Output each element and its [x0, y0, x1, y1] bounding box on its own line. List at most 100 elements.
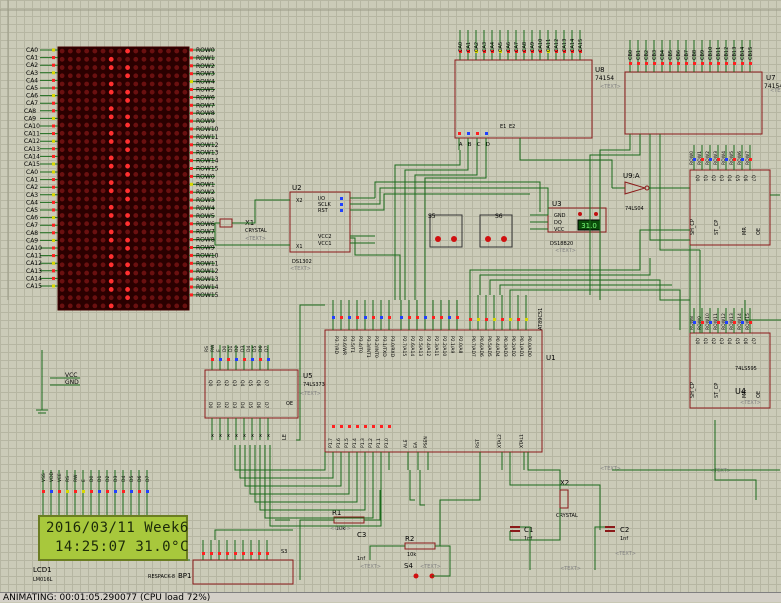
u5-pin-label: D5 [247, 402, 253, 408]
led-pixel [157, 204, 163, 210]
led-pixel [174, 147, 180, 153]
pin-state-indicator [190, 174, 193, 178]
matrix-col-label: CA0 [26, 47, 38, 54]
led-pixel [182, 303, 188, 309]
pin-state-indicator [251, 358, 254, 361]
r2-resistor[interactable] [404, 542, 436, 550]
led-pixel [174, 245, 180, 251]
u2-chip[interactable] [289, 191, 351, 253]
bus-wire [744, 300, 781, 321]
led-pixel [108, 188, 114, 194]
u8-pin-label: CA6 [506, 42, 512, 52]
pin-state-indicator [416, 316, 419, 319]
bus-wire [239, 445, 334, 479]
led-pixel [59, 114, 65, 120]
switch-block[interactable] [429, 214, 463, 248]
switch-contact [435, 236, 441, 242]
u8-pin-label: CA4 [490, 42, 496, 52]
led-pixel [92, 278, 98, 284]
led-pixel [141, 171, 147, 177]
led-pixel [141, 221, 147, 227]
c2-ref: C2 [620, 526, 629, 534]
led-pixel [108, 196, 114, 202]
led-pixel [174, 171, 180, 177]
u7-pin-label: CB5 [668, 50, 674, 60]
x2-crystal[interactable] [559, 489, 569, 509]
matrix-row-label: ROW1 [196, 55, 215, 62]
u5-chip[interactable] [204, 369, 299, 419]
u9-inverter[interactable] [624, 181, 647, 195]
u8-chip[interactable] [454, 59, 593, 139]
595-pin-label: Q0 [694, 175, 700, 182]
matrix-row-label: ROW15 [196, 166, 219, 173]
u5-top-label: D3 [240, 346, 246, 352]
u3-chip[interactable] [547, 207, 607, 233]
led-pixel [141, 270, 147, 276]
matrix-row-label: ROW15 [196, 292, 219, 299]
c1-value: 1nf [524, 536, 532, 542]
led-pixel [157, 213, 163, 218]
switch-contact [501, 236, 507, 242]
u1-pin-label: P2.3/A11 [433, 336, 439, 356]
led-pixel [84, 139, 90, 144]
led-pixel [108, 229, 114, 235]
u5-pin-label: Q0 [207, 380, 213, 387]
led-pixel [166, 122, 171, 128]
pin-state-indicator [483, 50, 486, 53]
led-pixel [76, 229, 81, 235]
led-pixel [117, 139, 122, 144]
led-pixel [76, 163, 81, 169]
pin-state-indicator [190, 135, 193, 139]
pin-state-indicator [525, 318, 528, 321]
pin-state-indicator [733, 62, 736, 65]
led-pixel [108, 106, 114, 112]
matrix-col-label: CA1 [26, 177, 38, 184]
bus-wire [419, 470, 425, 506]
led-pixel [125, 65, 130, 70]
pin-state-indicator [52, 231, 55, 235]
led-pixel [141, 196, 147, 202]
led-pixel [149, 180, 155, 186]
u7-row-label: ROW6 [737, 151, 743, 165]
led-pixel [166, 262, 171, 268]
u4-chip[interactable] [689, 332, 771, 409]
led-pixel [84, 278, 90, 284]
matrix-row-label: ROW13 [196, 276, 219, 283]
switch-block[interactable] [479, 214, 513, 248]
upper-595[interactable] [689, 169, 771, 246]
pin-state-indicator [499, 50, 502, 53]
led-pixel [84, 237, 90, 243]
u5-top-label: D6 [258, 346, 264, 352]
led-pixel [84, 98, 90, 103]
s4-contact[interactable] [413, 573, 419, 579]
led-pixel [174, 73, 180, 79]
led-pixel [166, 287, 171, 292]
u5-pin-label: D1 [215, 402, 221, 408]
u5-pin-label: Q6 [255, 380, 261, 387]
led-pixel [92, 204, 98, 210]
u1-pin-label: EA [413, 441, 419, 448]
bus-wire [404, 150, 469, 300]
led-pixel [149, 130, 155, 136]
led-pixel [133, 155, 139, 161]
led-pixel [157, 270, 163, 276]
pin-state-indicator [539, 50, 542, 53]
u7-chip[interactable] [624, 71, 763, 135]
switch-contact [485, 236, 491, 242]
pin-state-indicator [190, 190, 193, 194]
bus-wire [364, 490, 381, 521]
led-pixel [149, 73, 155, 79]
pin-state-indicator [741, 321, 744, 324]
u5-pin-label: D2 [223, 402, 229, 408]
led-pixel [76, 114, 81, 120]
led-pixel [149, 163, 155, 169]
led-pixel [76, 48, 81, 54]
pin-state-indicator [122, 490, 125, 493]
led-pixel [166, 147, 171, 153]
bp1-respack[interactable] [192, 559, 294, 585]
led-pixel [141, 180, 147, 186]
pin-state-indicator [693, 158, 696, 161]
led-pixel [117, 254, 122, 259]
